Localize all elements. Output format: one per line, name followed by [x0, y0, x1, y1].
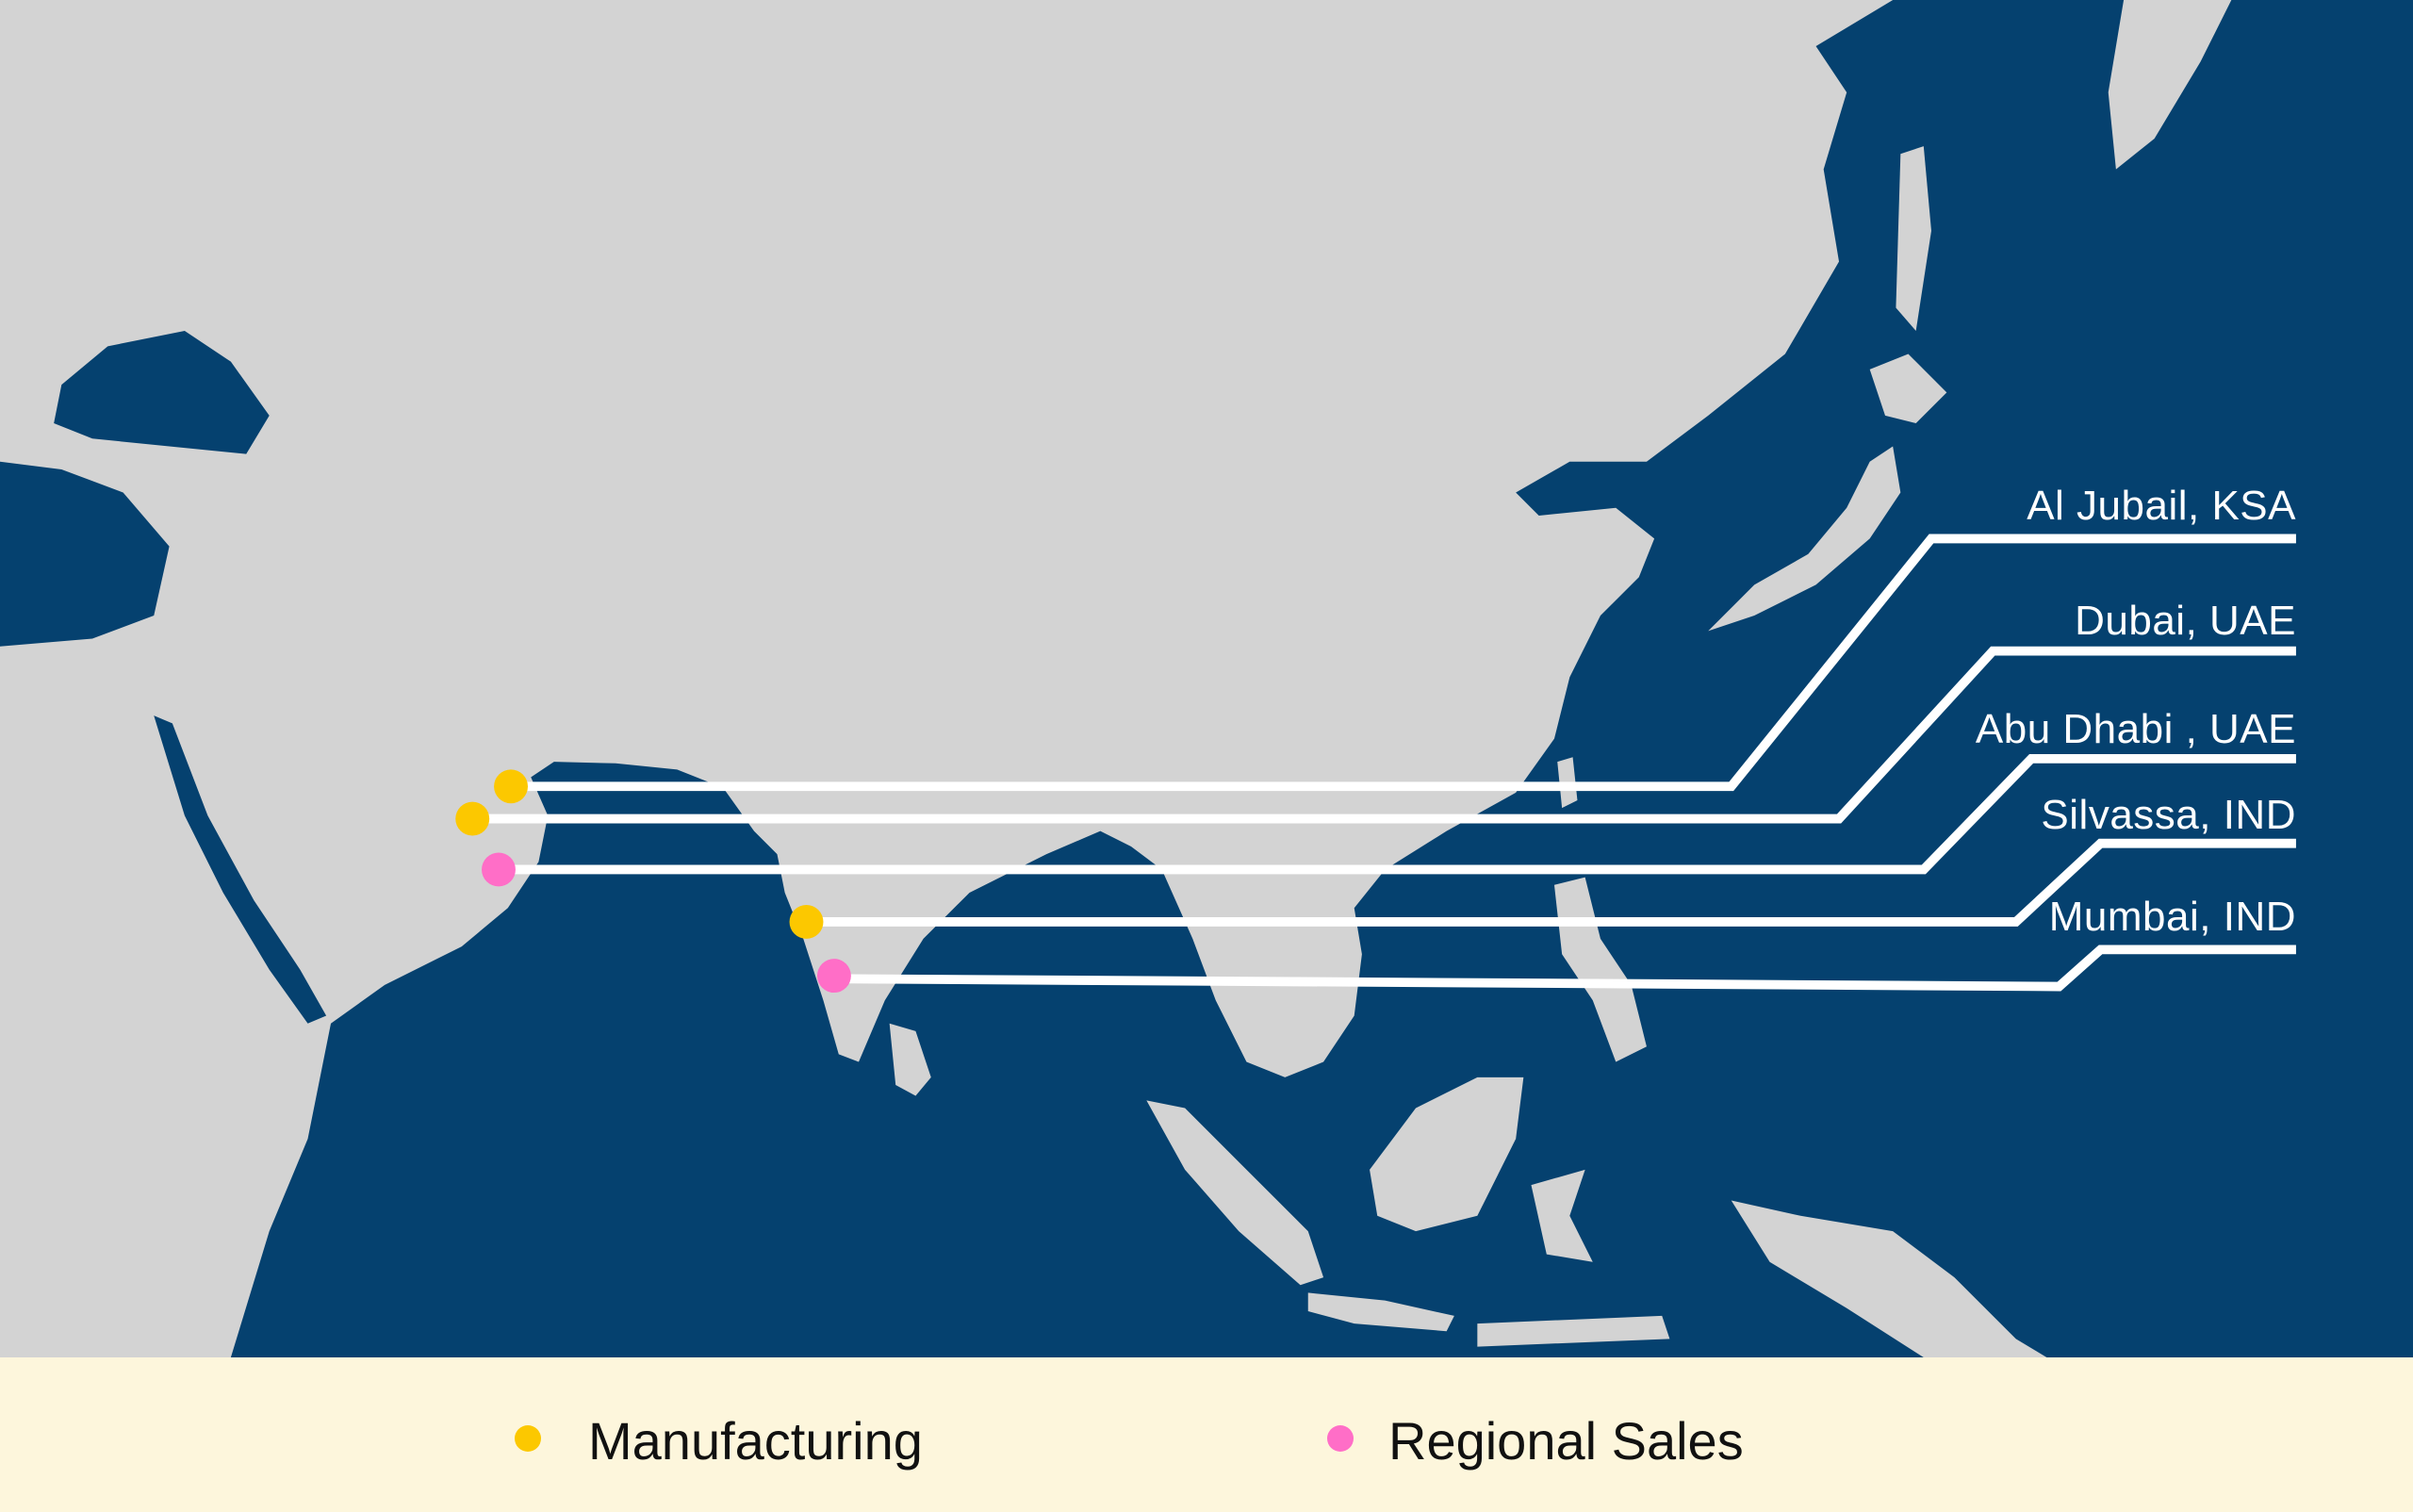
line-dubai	[484, 646, 2296, 824]
manufacturing-dot-icon	[515, 1425, 541, 1452]
location-markers	[455, 769, 851, 994]
legend-regional-sales: Regional Sales	[1388, 1411, 1744, 1471]
java	[1307, 1292, 1454, 1332]
hokkaido	[1869, 353, 1947, 423]
indian-pacific-ocean	[230, 0, 2413, 1357]
label-abu-dhabi: Abu Dhabi , UAE	[1975, 706, 2296, 752]
black-sea	[54, 331, 270, 454]
marker-al-jubail[interactable]	[494, 769, 528, 804]
label-mumbai: Mumbai, IND	[2048, 894, 2296, 940]
marker-silvassa[interactable]	[789, 905, 824, 939]
japan	[1708, 446, 1901, 632]
kamchatka	[2108, 0, 2232, 170]
lesser-sunda	[1477, 1315, 1670, 1347]
borneo	[1370, 1076, 1524, 1232]
marker-abu-dhabi[interactable]	[482, 852, 516, 887]
sumatra	[1146, 1100, 1324, 1286]
map	[0, 0, 2413, 1357]
new-guinea	[1731, 1200, 2047, 1357]
line-mumbai	[845, 945, 2296, 992]
seas	[0, 0, 2413, 1357]
mediterranean-sea	[0, 461, 170, 647]
label-dubai: Dubai, UAE	[2075, 598, 2296, 644]
line-al-jubail	[523, 534, 2296, 792]
legend	[0, 1357, 2413, 1512]
marker-dubai[interactable]	[455, 801, 490, 836]
regional-sales-dot-icon	[1327, 1425, 1354, 1452]
connector-lines	[484, 534, 2296, 992]
sri-lanka	[889, 1023, 931, 1096]
label-silvassa: Silvassa, IND	[2041, 792, 2296, 838]
legend-manufacturing: Manufacturing	[588, 1411, 923, 1471]
line-silvassa	[818, 838, 2296, 927]
red-sea	[154, 715, 327, 1024]
line-abu-dhabi	[511, 754, 2296, 875]
label-al-jubail: Al Jubail, KSA	[2027, 483, 2296, 529]
marker-mumbai[interactable]	[816, 959, 851, 994]
islands	[889, 0, 2232, 1357]
sakhalin	[1896, 146, 1931, 332]
sulawesi	[1531, 1169, 1593, 1262]
